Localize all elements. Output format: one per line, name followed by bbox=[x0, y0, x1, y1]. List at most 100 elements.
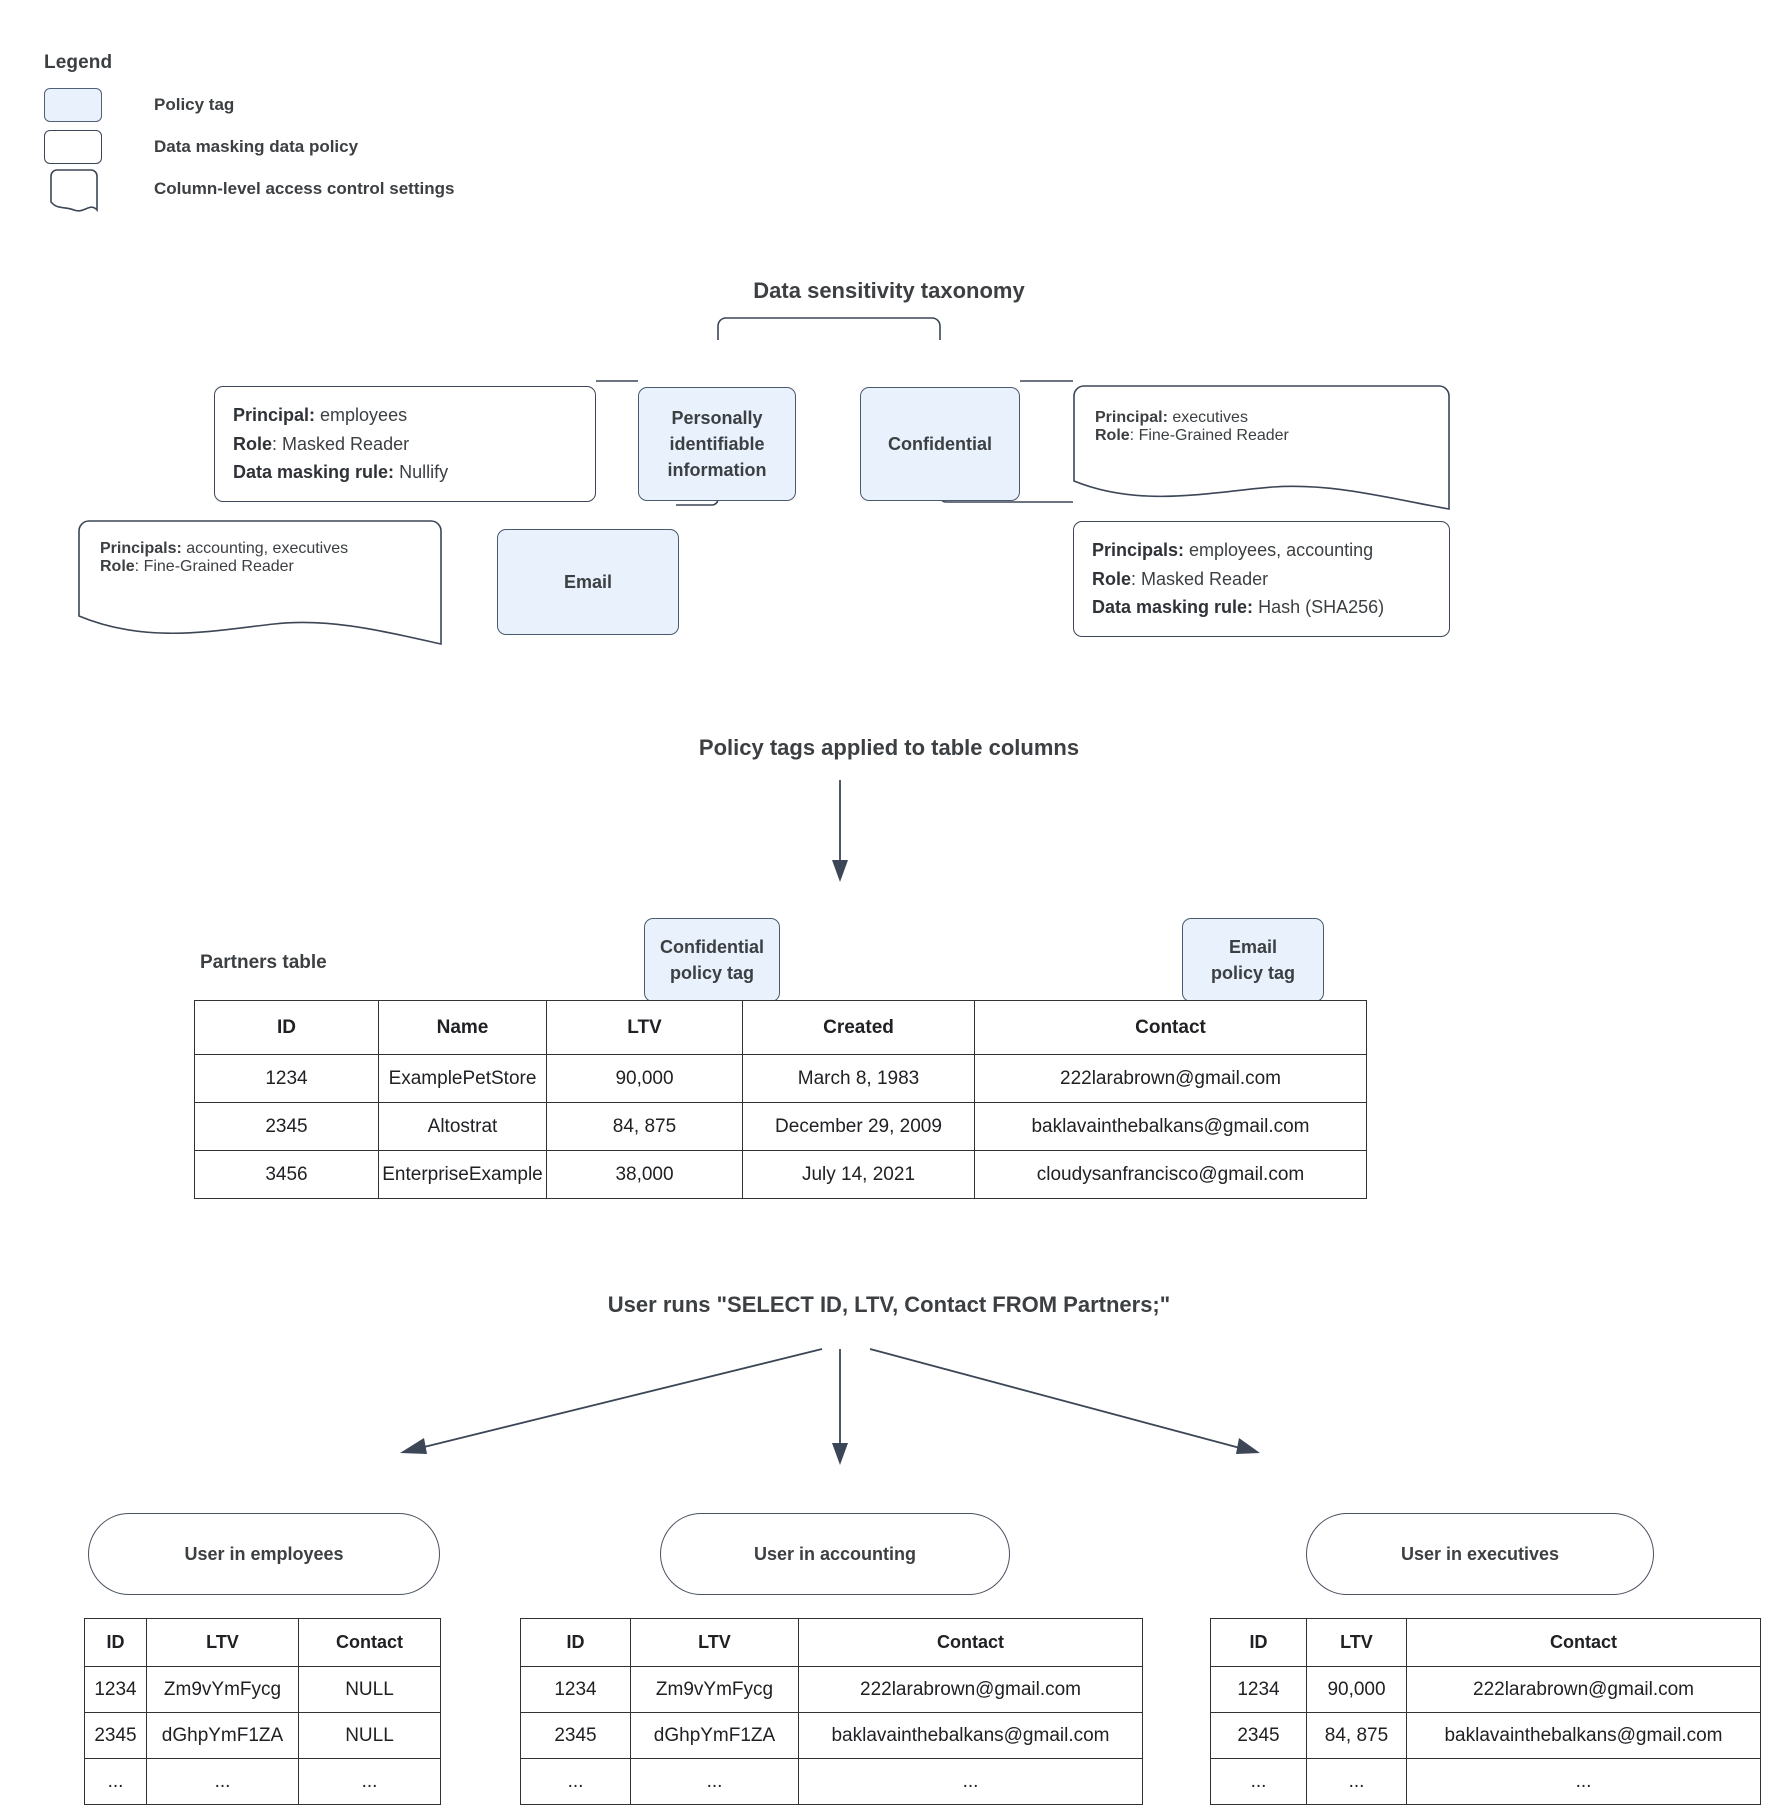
pii-tag-line1: Personally bbox=[671, 407, 763, 428]
wavy-box-icon bbox=[1073, 385, 1450, 510]
legend-item-label: Data masking data policy bbox=[154, 137, 359, 156]
pii-data-masking-policy-box: Principal: employees Role: Masked Reader… bbox=[214, 386, 596, 502]
value: executives bbox=[1167, 409, 1248, 426]
cell-id: 3456 bbox=[194, 1150, 379, 1199]
cell-ltv: 38,000 bbox=[546, 1150, 743, 1199]
pii-tag-line3: information bbox=[667, 460, 767, 481]
cell-id: 1234 bbox=[1210, 1666, 1307, 1713]
pii-policy-rule-line: Data masking rule: Nullify bbox=[233, 458, 448, 486]
value: : Fine-Grained Reader bbox=[134, 558, 294, 575]
policy-tag-email[interactable]: Email bbox=[497, 529, 679, 635]
legend: Legend Policy tag Data masking data poli… bbox=[44, 52, 455, 213]
policy-tag-swatch-icon bbox=[44, 88, 102, 122]
value: : Fine-Grained Reader bbox=[1129, 427, 1289, 444]
column-header-contact: Contact bbox=[974, 1000, 1367, 1055]
data-masking-policy-swatch-icon bbox=[44, 130, 102, 164]
table-header-row: ID LTV Contact bbox=[84, 1618, 441, 1667]
confidential-policy-rule-line: Data masking rule: Hash (SHA256) bbox=[1092, 593, 1384, 621]
column-header-ltv: LTV bbox=[546, 1000, 743, 1055]
cell-id: 2345 bbox=[1210, 1712, 1307, 1759]
confidential-data-masking-policy-box: Principals: employees, accounting Role: … bbox=[1073, 521, 1450, 637]
confidential-tag-label: Confidential bbox=[888, 433, 992, 454]
badge-line1: Confidential bbox=[660, 936, 764, 957]
query-section-title: User runs "SELECT ID, LTV, Contact FROM … bbox=[607, 1292, 1171, 1317]
column-header-contact: Contact bbox=[1406, 1618, 1761, 1667]
cell-name: ExamplePetStore bbox=[378, 1054, 547, 1103]
label: Role bbox=[100, 558, 135, 575]
value: Nullify bbox=[394, 462, 449, 483]
cell-contact: 222larabrown@gmail.com bbox=[974, 1054, 1367, 1103]
table-row: ... ... ... bbox=[520, 1758, 1143, 1805]
query-result-arrows bbox=[400, 1348, 1260, 1465]
cell-ltv: dGhpYmF1ZA bbox=[630, 1712, 799, 1759]
cell-contact: ... bbox=[798, 1758, 1143, 1805]
column-access-settings-swatch-icon bbox=[44, 169, 102, 213]
label: Principal: bbox=[233, 405, 316, 426]
policy-tags-down-arrow bbox=[832, 780, 848, 882]
email-policy-tag-badge[interactable]: Email policy tag bbox=[1182, 918, 1324, 1002]
column-header-name: Name bbox=[378, 1000, 547, 1055]
email-tag-label: Email bbox=[563, 571, 613, 592]
cell-id: ... bbox=[1210, 1758, 1307, 1805]
cell-contact: ... bbox=[298, 1758, 441, 1805]
result-table-accounting: ID LTV Contact 1234 Zm9vYmFycg 222larabr… bbox=[520, 1618, 1143, 1805]
table-row: 1234 ExamplePetStore 90,000 March 8, 198… bbox=[194, 1054, 1367, 1103]
column-header-ltv: LTV bbox=[146, 1618, 299, 1667]
column-header-id: ID bbox=[84, 1618, 147, 1667]
cell-name: Altostrat bbox=[378, 1102, 547, 1151]
wavy-box-icon bbox=[50, 169, 98, 213]
confidential-policy-tag-badge[interactable]: Confidential policy tag bbox=[644, 918, 780, 1002]
cell-contact: baklavainthebalkans@gmail.com bbox=[1406, 1712, 1761, 1759]
column-header-ltv: LTV bbox=[1306, 1618, 1407, 1667]
table-row: 3456 EnterpriseExample 38,000 July 14, 2… bbox=[194, 1150, 1367, 1199]
column-header-id: ID bbox=[1210, 1618, 1307, 1667]
cell-id: ... bbox=[84, 1758, 147, 1805]
cell-ltv: 90,000 bbox=[546, 1054, 743, 1103]
column-header-contact: Contact bbox=[298, 1618, 441, 1667]
cell-contact: 222larabrown@gmail.com bbox=[1406, 1666, 1761, 1713]
label: Data masking rule: bbox=[233, 462, 395, 483]
cell-contact: baklavainthebalkans@gmail.com bbox=[798, 1712, 1143, 1759]
cell-name: EnterpriseExample bbox=[378, 1150, 547, 1199]
column-header-created: Created bbox=[742, 1000, 975, 1055]
label: Role bbox=[233, 433, 273, 454]
label: Data masking rule: bbox=[1092, 597, 1254, 618]
cell-contact: 222larabrown@gmail.com bbox=[798, 1666, 1143, 1713]
legend-item-label: Policy tag bbox=[154, 95, 235, 114]
legend-title: Legend bbox=[44, 52, 113, 73]
table-row: 2345 Altostrat 84, 875 December 29, 2009… bbox=[194, 1102, 1367, 1151]
pii-policy-role-line: Role: Masked Reader bbox=[233, 430, 409, 458]
actor-employees: User in employees bbox=[88, 1513, 440, 1595]
cell-contact: NULL bbox=[298, 1712, 441, 1759]
badge-line2: policy tag bbox=[1210, 963, 1295, 983]
cell-id: 1234 bbox=[84, 1666, 147, 1713]
value: : Masked Reader bbox=[1131, 568, 1269, 589]
cell-ltv: ... bbox=[146, 1758, 299, 1805]
policy-tag-pii[interactable]: Personally identifiable information bbox=[638, 387, 796, 501]
cell-contact: cloudysanfrancisco@gmail.com bbox=[974, 1150, 1367, 1199]
badge-line1: Email bbox=[1228, 936, 1278, 957]
cell-ltv: 90,000 bbox=[1306, 1666, 1407, 1713]
column-header-ltv: LTV bbox=[630, 1618, 799, 1667]
table-row: 2345 dGhpYmF1ZA baklavainthebalkans@gmai… bbox=[520, 1712, 1143, 1759]
cell-ltv: Zm9vYmFycg bbox=[146, 1666, 299, 1713]
column-header-contact: Contact bbox=[798, 1618, 1143, 1667]
cell-created: December 29, 2009 bbox=[742, 1102, 975, 1151]
legend-item-data-masking-policy: Data masking data policy bbox=[44, 126, 454, 168]
pii-policy-principal-line: Principal: employees bbox=[233, 401, 407, 429]
legend-item-label: Column-level access control settings bbox=[154, 179, 455, 198]
cell-created: July 14, 2021 bbox=[742, 1150, 975, 1199]
confidential-policy-principals-line: Principals: employees, accounting bbox=[1092, 536, 1373, 564]
email-column-access-settings-box: Principals: accounting, executives Role:… bbox=[78, 520, 442, 645]
cell-ltv: ... bbox=[1306, 1758, 1407, 1805]
policy-tag-confidential[interactable]: Confidential bbox=[860, 387, 1020, 501]
confidential-policy-role-line: Role: Masked Reader bbox=[1092, 565, 1268, 593]
cell-id: 2345 bbox=[84, 1712, 147, 1759]
confidential-settings-principal-line: Principal: executives bbox=[1095, 409, 1450, 427]
actor-label: User in employees bbox=[184, 1543, 344, 1564]
value: Hash (SHA256) bbox=[1253, 597, 1385, 618]
label: Principal: bbox=[1095, 409, 1168, 426]
actor-accounting: User in accounting bbox=[660, 1513, 1010, 1595]
cell-contact: NULL bbox=[298, 1666, 441, 1713]
wavy-box-icon bbox=[78, 520, 442, 645]
